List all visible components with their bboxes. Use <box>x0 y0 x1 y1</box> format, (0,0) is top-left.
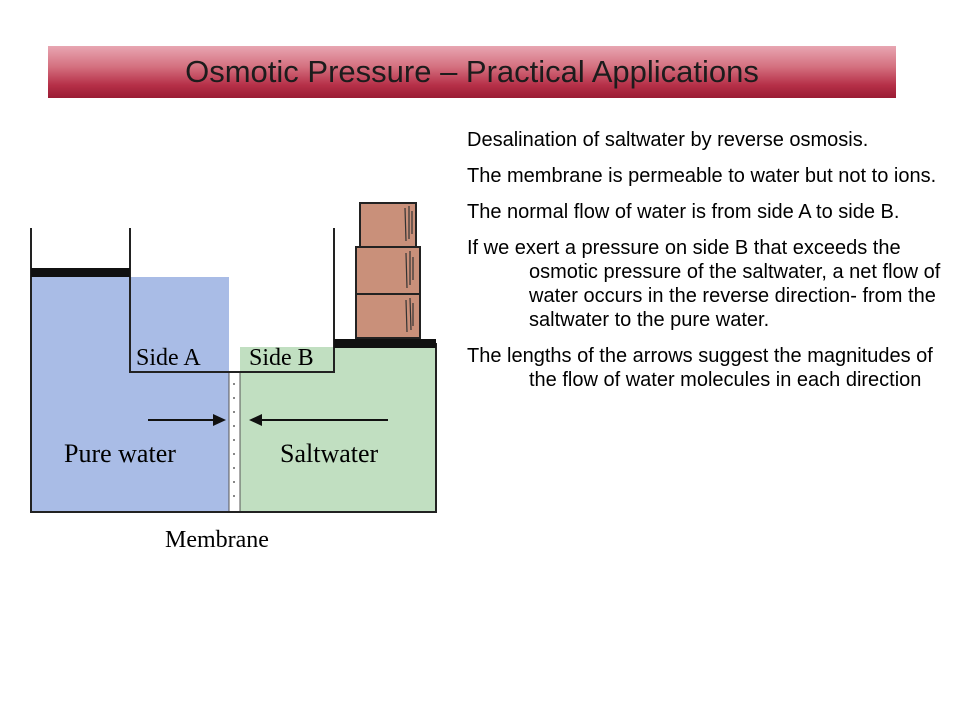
membrane-label: Membrane <box>165 527 269 553</box>
bullet-item: The membrane is permeable to water but n… <box>467 165 937 187</box>
bullet-item: If we exert a pressure on side B that ex… <box>467 237 941 331</box>
weight-1 <box>355 293 421 339</box>
bullet-item: The lengths of the arrows suggest the ma… <box>467 345 933 391</box>
membrane <box>228 371 241 513</box>
membrane-pores <box>233 383 235 497</box>
piston-a <box>31 268 130 277</box>
weight-3 <box>359 202 417 248</box>
slide-title: Osmotic Pressure – Practical Application… <box>185 54 759 89</box>
weights <box>355 202 421 339</box>
weight-2 <box>355 246 421 295</box>
reverse-osmosis-diagram: Side A Side B Pure water Saltwater Membr… <box>30 202 437 553</box>
bullet-item: The normal flow of water is from side A … <box>467 201 900 223</box>
saltwater-region <box>240 347 436 512</box>
container-outline <box>30 228 437 513</box>
side-a-label: Side A <box>136 345 201 371</box>
piston-b <box>334 339 436 348</box>
side-b-label: Side B <box>249 345 314 371</box>
flow-arrow-left <box>249 414 388 426</box>
saltwater-label: Saltwater <box>280 439 379 468</box>
weight-texture <box>404 206 414 333</box>
title-bar: Osmotic Pressure – Practical Application… <box>48 46 896 98</box>
bullet-list: Desalination of saltwater by reverse osm… <box>467 128 942 404</box>
flow-arrow-right <box>148 414 226 426</box>
bullet-item: Desalination of saltwater by reverse osm… <box>467 129 869 151</box>
pure-water-label: Pure water <box>64 439 176 468</box>
